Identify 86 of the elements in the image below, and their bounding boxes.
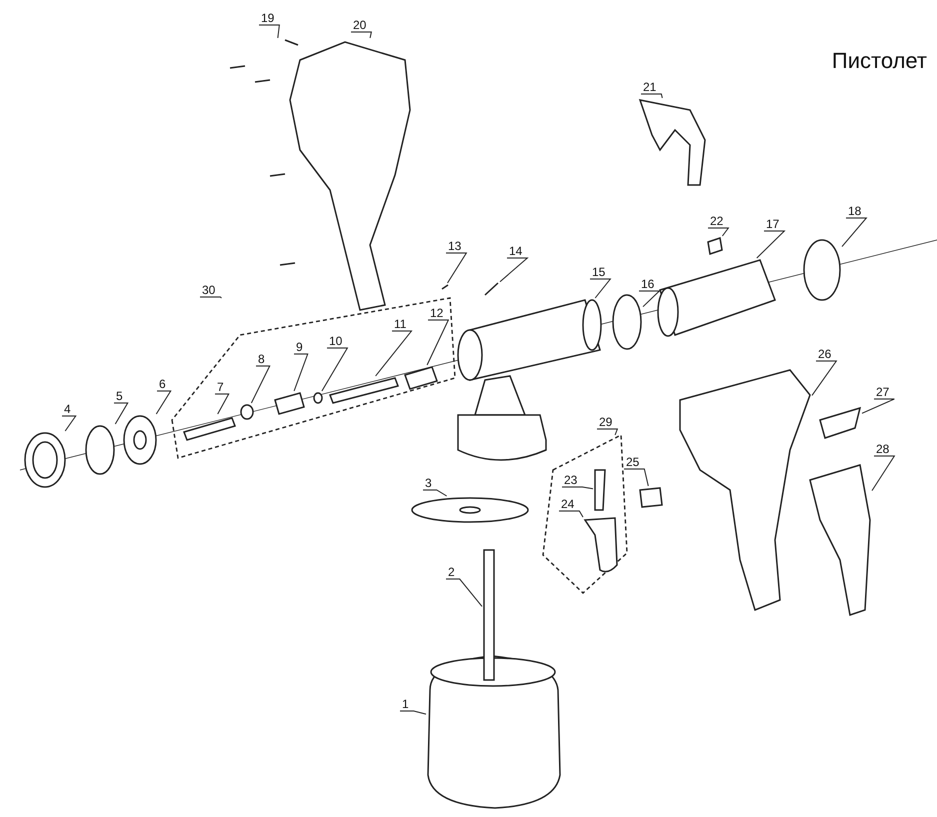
- leader-line: [842, 218, 868, 248]
- leader-line: [590, 278, 612, 298]
- leader-line: [756, 230, 786, 258]
- needle-drawing: [328, 376, 400, 405]
- callout-number: 20: [351, 18, 368, 32]
- nozzle-tip-drawing: [182, 414, 238, 442]
- leader-line: [400, 710, 426, 715]
- callout-number: 13: [446, 239, 464, 253]
- callout-number: 10: [327, 334, 344, 348]
- trigger-rod-drawing: [593, 468, 607, 512]
- leader-line: [638, 290, 661, 308]
- callout-number: 23: [562, 473, 580, 487]
- leader-line: [640, 94, 663, 98]
- callout-number: 18: [846, 204, 864, 218]
- ring-drawing: [802, 238, 842, 302]
- motor-housing-drawing: [656, 258, 777, 337]
- callout-number: 28: [874, 442, 892, 456]
- leader-line: [321, 348, 348, 392]
- o-ring-drawing: [312, 391, 324, 404]
- callout-number: 5: [114, 389, 125, 403]
- dashed-group-outline: [543, 435, 628, 595]
- leader-line: [812, 360, 838, 396]
- air-cap-drawing: [84, 424, 116, 476]
- callout-number: 2: [446, 565, 457, 579]
- callout-number: 14: [507, 244, 524, 258]
- leader-line: [375, 330, 412, 376]
- knob-drawing: [638, 486, 664, 509]
- leader-line: [446, 252, 468, 284]
- leader-line: [258, 24, 280, 38]
- leader-line: [214, 394, 230, 414]
- callout-number: 17: [764, 217, 782, 231]
- nozzle-ring-drawing: [122, 414, 158, 466]
- callout-number: 7: [215, 380, 226, 394]
- housing-half-drawing: [678, 368, 812, 612]
- nozzle-nut-drawing: [23, 431, 67, 489]
- leader-line: [562, 486, 594, 490]
- leader-line: [114, 402, 129, 424]
- callout-number: 1: [400, 697, 411, 711]
- callout-number: 9: [294, 340, 305, 354]
- callout-number: 3: [423, 476, 434, 490]
- callout-number: 6: [157, 377, 168, 391]
- callout-number: 4: [62, 402, 73, 416]
- leader-line: [250, 366, 270, 404]
- callout-number: 27: [874, 385, 892, 399]
- leader-line: [294, 354, 308, 392]
- leader-line: [422, 490, 448, 496]
- callout-number: 26: [816, 347, 834, 361]
- callout-number: 30: [200, 283, 218, 297]
- callout-number: 21: [641, 80, 658, 94]
- callout-number: 19: [259, 11, 276, 25]
- leader-line: [596, 428, 618, 436]
- callout-number: 11: [392, 317, 408, 331]
- badge-plate-drawing: [818, 406, 862, 440]
- leader-line: [872, 456, 896, 492]
- leader-line: [446, 578, 482, 607]
- screws-drawing: [228, 38, 300, 268]
- spring-drawing: [403, 365, 439, 391]
- pin-drawing: [483, 281, 500, 297]
- callout-number: 25: [624, 455, 642, 469]
- spring-drawing: [273, 391, 306, 416]
- callout-number: 12: [428, 306, 446, 320]
- leader-line: [156, 390, 172, 414]
- leader-line: [708, 228, 730, 236]
- callout-number: 29: [597, 415, 614, 429]
- callout-number: 8: [256, 352, 267, 366]
- filter-disc-drawing: [410, 496, 530, 524]
- callout-number: 22: [708, 214, 726, 228]
- seal-ring-drawing: [611, 293, 643, 351]
- leader-line: [350, 32, 372, 38]
- grip-cover-drawing: [808, 463, 872, 617]
- leader-line: [62, 416, 77, 432]
- suction-tube-drawing: [482, 548, 496, 682]
- pin-drawing: [440, 283, 450, 291]
- callout-number: 15: [590, 265, 608, 279]
- leader-line: [558, 510, 584, 518]
- spring-drawing: [706, 236, 724, 256]
- callout-number: 24: [559, 497, 576, 511]
- leader-line: [426, 320, 450, 366]
- leader-line: [862, 398, 895, 414]
- leader-line: [200, 296, 222, 298]
- leader-line: [624, 468, 649, 486]
- callout-number: 16: [639, 277, 656, 291]
- title: Пистолет: [832, 48, 927, 74]
- leader-line: [500, 258, 529, 282]
- clip-drawing: [638, 98, 708, 188]
- nut-drawing: [239, 403, 255, 421]
